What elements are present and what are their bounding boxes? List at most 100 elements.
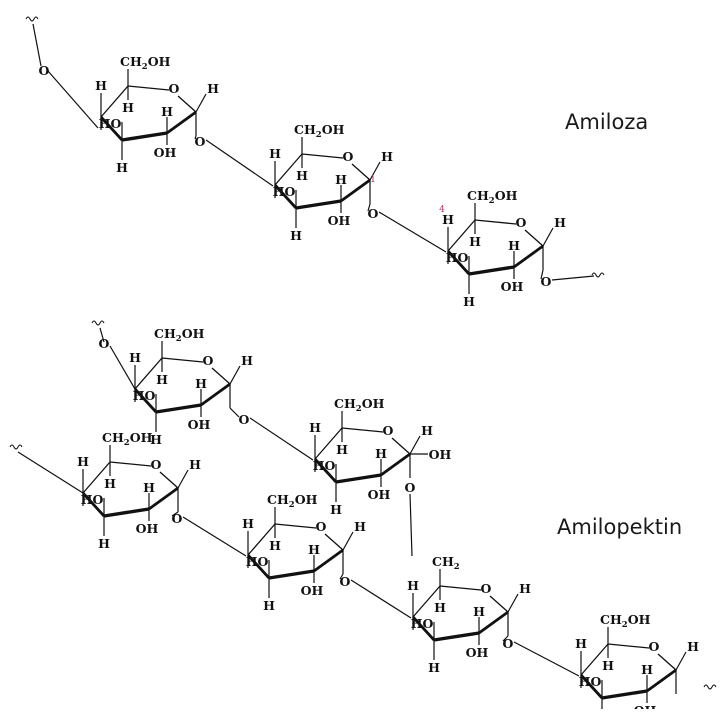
glycosidic-bond-m1a (171, 511, 179, 517)
ring-a1-h2: H (161, 104, 173, 119)
ring-b2-ch2oh: CH2OH (334, 396, 385, 414)
ring-m4-front-bond (646, 668, 677, 693)
ring-a1-bond (195, 93, 207, 113)
glycosidic-bond-a3a (540, 269, 544, 280)
ring-b2-bond (341, 427, 384, 433)
ring-a1-front-bond (99, 116, 124, 141)
ring-m3-h2: H (473, 604, 485, 619)
ring-b2-bond (314, 427, 343, 460)
chain-start-bond (99, 327, 105, 343)
glycosidic-bond-m3b (513, 641, 580, 677)
ring-b1-h4: H (129, 350, 141, 365)
ring-m3-oxygen: O (481, 581, 492, 596)
glycosidic-oxygen-b2: O (405, 480, 416, 495)
ring-a2-h1: H (381, 149, 393, 164)
ring-m3-ho3: HO (411, 616, 434, 631)
ring-a1-oxygen: O (169, 81, 180, 96)
ring-b1-h2: H (195, 376, 207, 391)
ring-m2-h5: H (269, 538, 281, 553)
main-start-squiggle (9, 444, 23, 450)
ring-a3-h2: H (508, 238, 520, 253)
ring-a3-h4: H (442, 212, 454, 227)
ring-a1-oh2: OH (154, 145, 177, 160)
ring-b2-h4: H (309, 420, 321, 435)
ring-m2-front-bond (313, 548, 344, 573)
ring-b2-ho3: HO (313, 458, 336, 473)
chain-end-bond (551, 275, 595, 281)
amylose-end-squiggle (591, 272, 605, 278)
glycosidic-bond-a1a (194, 135, 197, 140)
ring-m3-front-bond (433, 631, 480, 642)
ring-m2-bond (274, 523, 317, 529)
ring-m2-h2: H (308, 542, 320, 557)
ring-a3-ho3: HO (446, 250, 469, 265)
ring-a1-front-bond (166, 110, 197, 135)
glycosidic-bond-a0 (47, 70, 99, 129)
ring-a3-bond (447, 219, 476, 252)
ring-a2-ho3: HO (273, 184, 296, 199)
ring-m2-bond (247, 523, 276, 556)
glycosidic-oxygen-a1: O (195, 134, 206, 149)
branch-start-squiggle (91, 320, 105, 326)
ring-m1-front-bond (103, 507, 150, 518)
ring-m4-oxygen: O (649, 639, 660, 654)
amylose-start-squiggle (25, 16, 39, 22)
ring-a1-bond (177, 95, 197, 113)
ring-a3-h3: H (463, 294, 475, 309)
ring-m4-h5: H (602, 658, 614, 673)
glycosidic-oxygen-m3: O (503, 636, 514, 651)
ring-b1-ho3: HO (133, 388, 156, 403)
ring-b1-front-bond (200, 382, 231, 407)
ring-m3-front-bond (478, 610, 509, 635)
ring-m1-oh2: OH (136, 521, 159, 536)
ring-m1-h4: H (77, 454, 89, 469)
ring-m2-h3: H (263, 598, 275, 613)
ring-m4-front-bond (579, 674, 604, 699)
ring-m2-oxygen: O (316, 519, 327, 534)
ring-m3-h4: H (407, 578, 419, 593)
main-end-squiggle (703, 684, 717, 690)
glycosidic-bond-m1b (182, 516, 247, 557)
amylopectin-caption: Amilopektin (557, 515, 683, 539)
ring-m4-h4: H (575, 636, 587, 651)
ring-a2-bond (369, 161, 381, 181)
ring-b1-bond (229, 365, 241, 385)
ring-a3-bond (474, 219, 517, 225)
ring-m3-bond (412, 585, 441, 618)
ring-b2-oh1: OH (429, 447, 452, 462)
ring-a2-bond (351, 163, 371, 181)
ring-a1-h1: H (207, 81, 219, 96)
ring-m3-front-bond (411, 616, 436, 641)
ring-a1-h5: H (122, 100, 134, 115)
ring-b1-h1: H (241, 353, 253, 368)
ring-a1-h4: H (95, 78, 107, 93)
ring-m1-oxygen: O (151, 457, 162, 472)
glycosidic-bond-b1b (249, 417, 314, 461)
ring-b2-front-bond (335, 473, 382, 484)
glycosidic-oxygen-m2: O (340, 574, 351, 589)
ring-m2-h4: H (242, 516, 254, 531)
ring-m1-h1: H (189, 457, 201, 472)
ring-m3-h3: H (428, 660, 440, 675)
ring-a3-ch2oh: CH2OH (467, 188, 518, 206)
glycosidic-oxygen-b1: O (239, 412, 250, 427)
glycosidic-oxygen-b0: O (99, 336, 110, 351)
carbon-number-1: 1 (370, 175, 376, 185)
ring-m3-h5: H (434, 600, 446, 615)
ring-b2-oh2: OH (368, 487, 391, 502)
ring-b2-front-bond (313, 458, 338, 483)
ring-a3-oxygen: O (516, 215, 527, 230)
ring-b2-front-bond (380, 452, 411, 477)
ring-b2-h5: H (336, 442, 348, 457)
ring-m2-bond (342, 531, 354, 551)
ring-b1-h5: H (156, 372, 168, 387)
ring-m4-ch2oh: CH2OH (600, 612, 651, 630)
ring-b2-oxygen: O (383, 423, 394, 438)
glycosidic-bond-a1b (205, 139, 274, 187)
carbon-number-4: 4 (439, 205, 445, 215)
ring-m4-bond (580, 643, 609, 676)
ring-m4-h1: H (687, 639, 699, 654)
glycosidic-bond-m2b (350, 579, 412, 619)
glycosidic-oxygen-a0: O (39, 63, 50, 78)
